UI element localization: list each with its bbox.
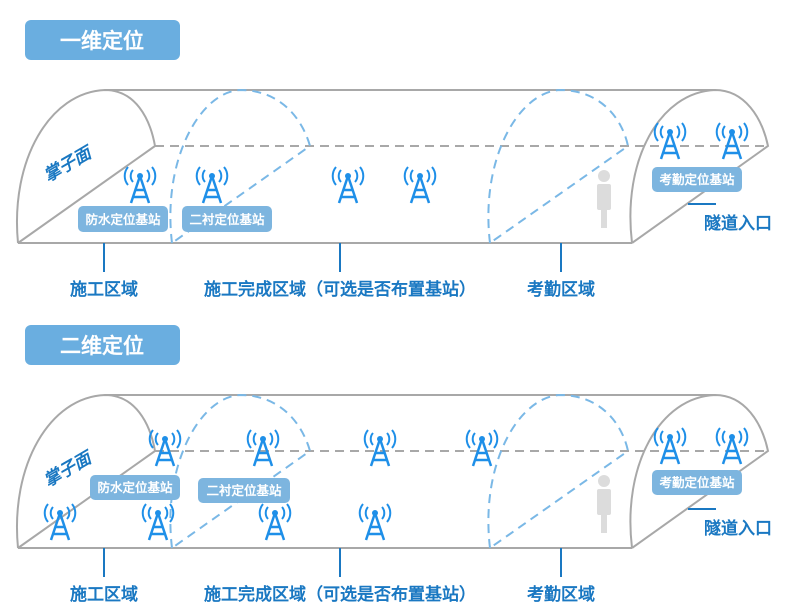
antenna-icon	[653, 121, 687, 161]
antenna-icon	[403, 165, 437, 205]
waterproof-station-label: 防水定位基站	[85, 212, 161, 227]
attendance-station-label: 考勤定位基站	[659, 172, 735, 187]
lining-station-badge	[198, 478, 290, 503]
antenna-icon	[246, 428, 280, 468]
lining-station-badge	[182, 206, 272, 232]
title-badge	[25, 325, 180, 365]
antenna-icon	[123, 165, 157, 205]
antenna-icon	[195, 165, 229, 205]
face-label: 掌子面	[41, 142, 98, 186]
antenna-icon	[258, 502, 292, 542]
attendance-station-badge	[652, 167, 742, 192]
title-badge	[25, 20, 180, 60]
tunnel-entrance-label: 隧道入口	[704, 213, 772, 234]
person-icon	[597, 170, 611, 228]
completed-zone-label: 施工完成区域（可选是否布置基站）	[204, 584, 476, 605]
attendance-zone-label: 考勤区域	[526, 584, 595, 605]
attendance-station-badge	[652, 470, 742, 495]
lining-station-label: 二衬定位基站	[189, 212, 265, 227]
construction-zone-label: 施工区域	[70, 584, 138, 605]
completed-zone-label: 施工完成区域（可选是否布置基站）	[204, 279, 476, 300]
face-label: 掌子面	[41, 447, 98, 491]
waterproof-station-badge	[78, 206, 168, 232]
antenna-icon	[715, 426, 749, 466]
attendance-station-label: 考勤定位基站	[659, 475, 735, 490]
antenna-icon	[363, 428, 397, 468]
person-icon	[597, 475, 611, 533]
construction-zone-label: 施工区域	[70, 279, 138, 300]
tunnel-entrance-label: 隧道入口	[704, 518, 772, 539]
attendance-zone-label: 考勤区域	[526, 279, 595, 300]
antenna-icon	[653, 426, 687, 466]
lining-station-label: 二衬定位基站	[206, 483, 282, 498]
antenna-icon	[465, 428, 499, 468]
antenna-icon	[358, 502, 392, 542]
waterproof-station-badge	[90, 475, 180, 500]
panel-title: 一维定位	[60, 29, 144, 53]
panel-title: 二维定位	[60, 334, 144, 358]
antenna-icon	[331, 165, 365, 205]
antenna-icon	[141, 502, 175, 542]
panel-2d: 二维定位 掌子面 防水定位基站 二衬定位基站 考勤定位基站 施工区域 施工完成区…	[15, 325, 772, 605]
panel-1d: 一维定位 掌子面 防水定位基站 二衬定位基站 考勤定位基站 施工区域 施工完成区…	[15, 20, 772, 300]
antenna-icon	[43, 502, 77, 542]
waterproof-station-label: 防水定位基站	[97, 480, 173, 495]
antenna-icon	[715, 121, 749, 161]
